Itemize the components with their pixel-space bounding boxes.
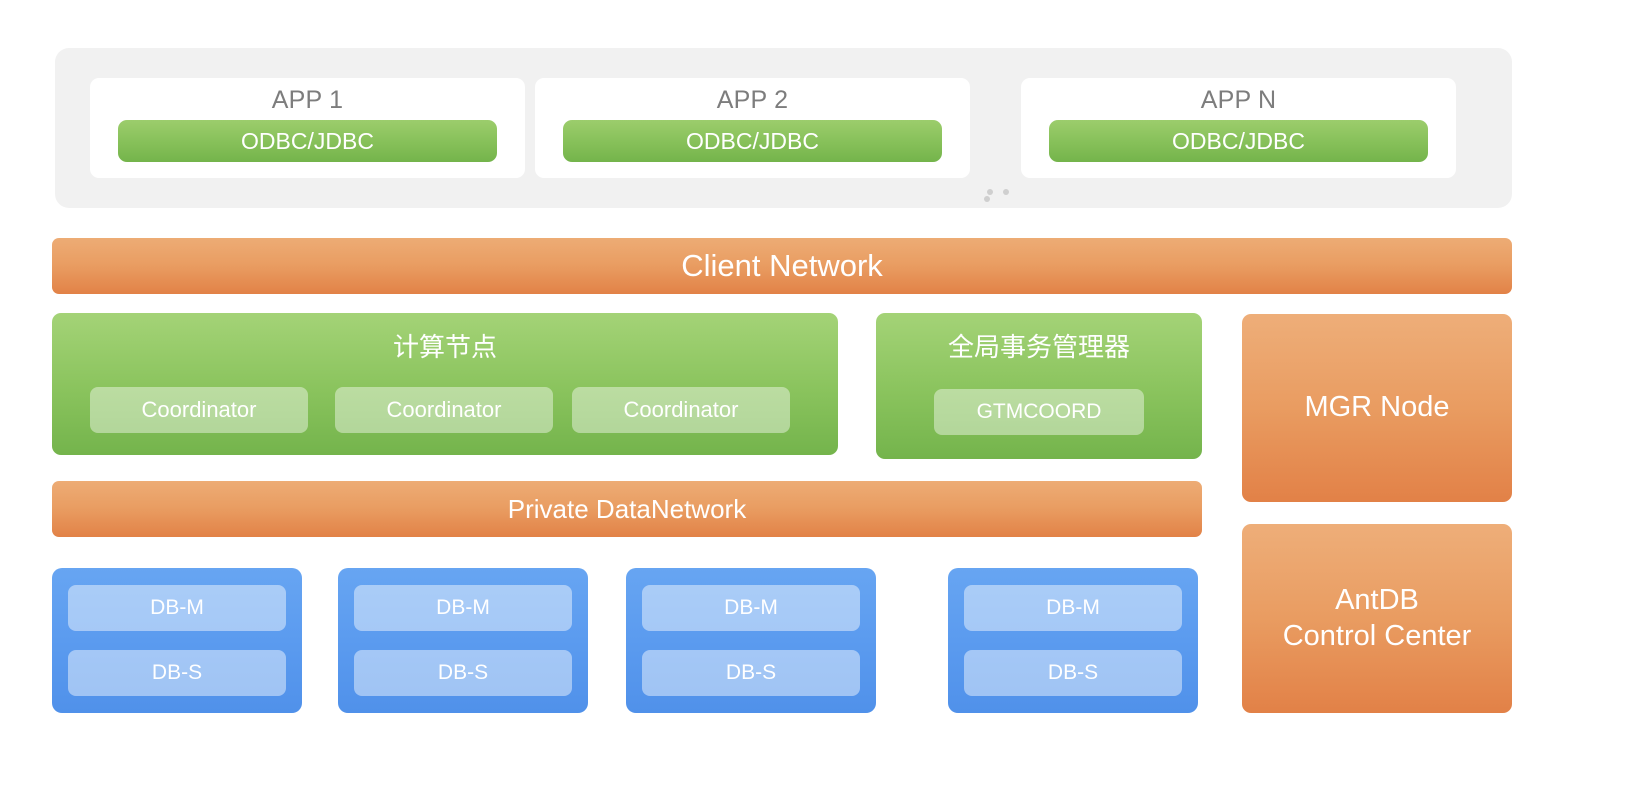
ellipsis-dot	[1003, 189, 1009, 195]
app-card-2[interactable]: APP 2 ODBC/JDBC	[535, 78, 970, 178]
global-transaction-manager-box: 全局事务管理器 GTMCOORD	[876, 313, 1202, 459]
db-slave-chip[interactable]: DB-S	[68, 650, 286, 696]
antdb-control-center-box[interactable]: AntDB Control Center	[1242, 524, 1512, 713]
client-network-bar: Client Network	[52, 238, 1512, 294]
db-master-chip[interactable]: DB-M	[68, 585, 286, 631]
db-slave-chip[interactable]: DB-S	[642, 650, 860, 696]
db-group-3: DB-M DB-S	[626, 568, 876, 713]
app-title: APP 1	[271, 86, 344, 114]
db-slave-chip[interactable]: DB-S	[354, 650, 572, 696]
ellipsis-dot-lower	[984, 196, 990, 202]
odbc-jdbc-pill[interactable]: ODBC/JDBC	[1049, 120, 1428, 162]
private-datanetwork-bar: Private DataNetwork	[52, 481, 1202, 537]
gtmcoord-chip[interactable]: GTMCOORD	[934, 389, 1144, 435]
mgr-node-box[interactable]: MGR Node	[1242, 314, 1512, 502]
odbc-jdbc-pill[interactable]: ODBC/JDBC	[563, 120, 942, 162]
db-master-chip[interactable]: DB-M	[964, 585, 1182, 631]
ellipsis-icon	[985, 186, 1025, 198]
coordinator-chip-1[interactable]: Coordinator	[90, 387, 308, 433]
app-title: APP 2	[716, 86, 789, 114]
odbc-jdbc-pill[interactable]: ODBC/JDBC	[118, 120, 497, 162]
ellipsis-dot	[987, 189, 993, 195]
coordinator-chip-2[interactable]: Coordinator	[335, 387, 553, 433]
app-card-1[interactable]: APP 1 ODBC/JDBC	[90, 78, 525, 178]
db-group-2: DB-M DB-S	[338, 568, 588, 713]
compute-node-box: 计算节点 Coordinator Coordinator Coordinator	[52, 313, 838, 455]
db-group-1: DB-M DB-S	[52, 568, 302, 713]
db-master-chip[interactable]: DB-M	[642, 585, 860, 631]
compute-node-title: 计算节点	[392, 332, 497, 362]
db-slave-chip[interactable]: DB-S	[964, 650, 1182, 696]
db-master-chip[interactable]: DB-M	[354, 585, 572, 631]
coordinator-chip-3[interactable]: Coordinator	[572, 387, 790, 433]
app-title: APP N	[1200, 86, 1277, 114]
db-group-4: DB-M DB-S	[948, 568, 1198, 713]
gtm-title: 全局事务管理器	[947, 332, 1130, 362]
application-layer-band: APP 1 ODBC/JDBC APP 2 ODBC/JDBC APP N OD…	[55, 48, 1512, 208]
app-card-n[interactable]: APP N ODBC/JDBC	[1021, 78, 1456, 178]
